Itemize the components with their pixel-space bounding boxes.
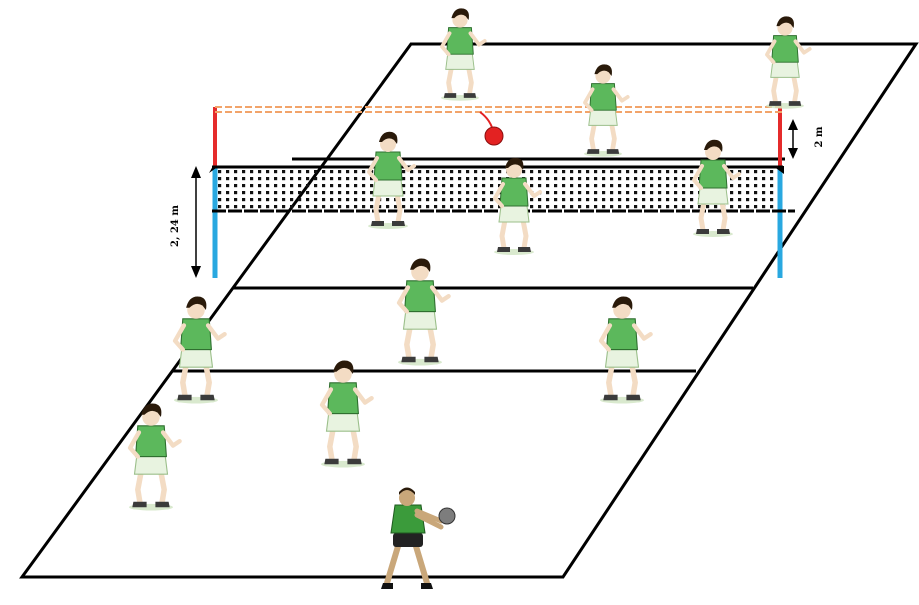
- net-height-arrow: [191, 166, 201, 278]
- cord-height-label: 2 m: [814, 126, 825, 147]
- red-ball: [485, 127, 503, 145]
- net-height-label: 2, 24 m: [170, 205, 181, 247]
- volleyball: [439, 508, 455, 524]
